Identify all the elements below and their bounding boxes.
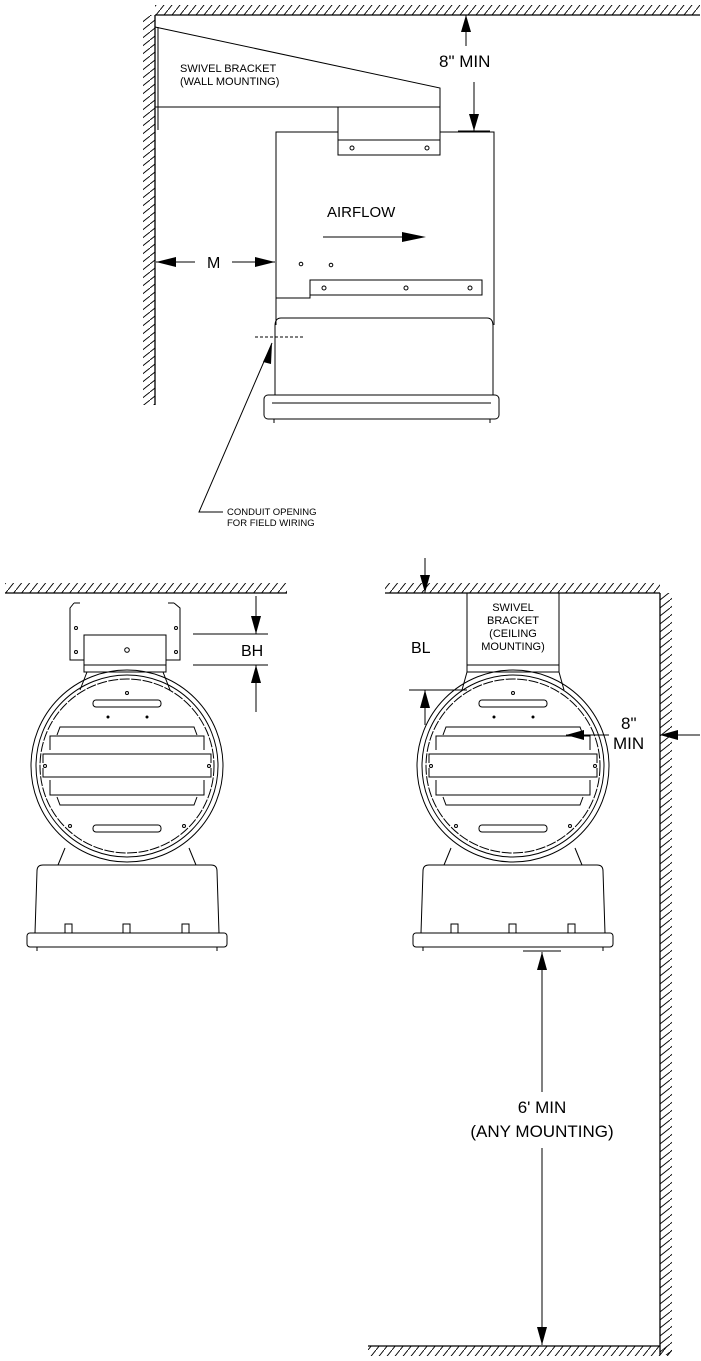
ceiling-bracket [461,592,565,691]
floor-hatch [368,1346,672,1356]
airflow-label: AIRFLOW [327,204,396,221]
bracket-height-dimension [193,596,268,712]
airflow-arrow [323,232,426,242]
heater-side-view [255,131,500,423]
floor-clearance-label-2: (ANY MOUNTING) [470,1122,613,1141]
wall-hatch-right [660,593,672,1355]
side-wall-clearance-dimension [566,730,700,740]
side-wall-clearance-label-2: MIN [613,734,644,753]
top-clearance-label: 8" MIN [439,52,490,71]
wall-hatch-left [143,15,155,405]
wall-bracket-label-1: SWIVEL BRACKET [180,63,276,75]
ceiling-guard [416,669,610,866]
ceiling-hatch-left [5,583,287,593]
front-guard [30,669,224,866]
wall-bracket-label-2: (WALL MOUNTING) [180,76,279,88]
wall-swivel-bracket [154,26,441,156]
front-bracket [69,602,181,691]
conduit-leader [198,342,273,513]
side-wall-clearance-label-1: 8" [621,714,637,733]
floor-clearance-label-1: 6' MIN [518,1098,567,1117]
ceiling-bracket-label-4: MOUNTING) [481,641,545,653]
wall-mounting-view: SWIVEL BRACKET (WALL MOUNTING) [143,5,700,529]
conduit-label-2: FOR FIELD WIRING [227,518,315,529]
top-clearance-dimension [458,15,490,132]
bracket-length-label: BL [411,640,431,657]
ceiling-base [412,864,614,952]
side-clearance-dimension [156,257,275,267]
ceiling-hatch-top [155,5,700,15]
front-view: BH [5,583,287,951]
ceiling-bracket-label-3: (CEILING [489,628,537,640]
floor-clearance-dimension [537,952,547,1345]
side-clearance-label: M [207,255,220,272]
bracket-length-dimension [409,558,467,725]
conduit-label-1: CONDUIT OPENING [227,507,317,518]
ceiling-hatch-right [385,583,660,593]
ceiling-mounting-view: SWIVEL BRACKET (CEILING MOUNTING) [368,558,700,1356]
ceiling-bracket-label-1: SWIVEL [492,602,534,614]
bracket-height-label: BH [241,643,263,660]
ceiling-bracket-label-2: BRACKET [487,615,539,627]
front-base [26,864,228,951]
